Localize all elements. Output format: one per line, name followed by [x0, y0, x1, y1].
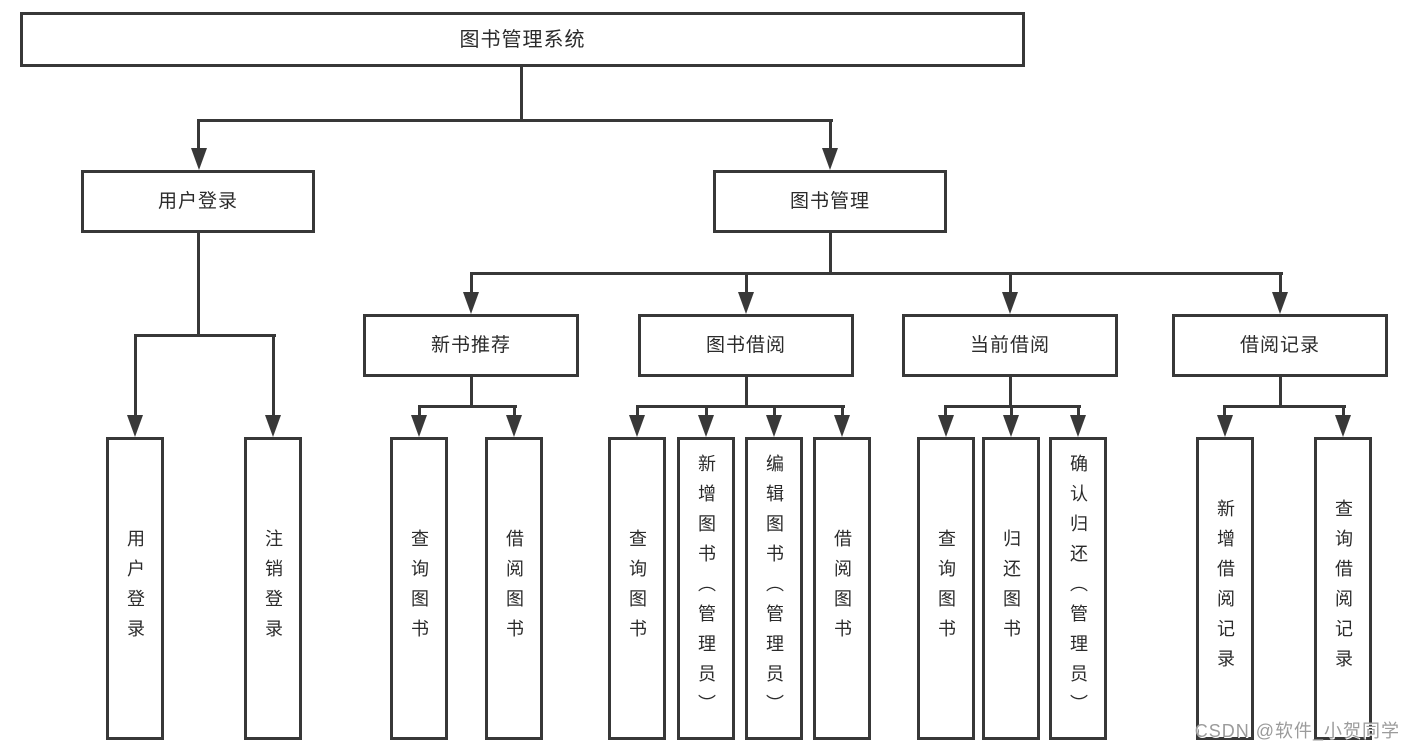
node-new-book-recommendation: 新书推荐 [363, 314, 579, 377]
connector-v-line [197, 119, 200, 155]
connector-v-line [1009, 375, 1012, 408]
connector-v-line [705, 405, 708, 421]
leaf-current-confirm-return-admin: 确认归还（管理员） [1049, 437, 1107, 740]
connector-arrowhead [834, 415, 850, 437]
node-current-borrowing: 当前借阅 [902, 314, 1118, 377]
connector-h-line [197, 119, 833, 122]
leaf-records-add-record: 新增借阅记录 [1196, 437, 1254, 740]
connector-v-line [418, 405, 421, 421]
connector-h-line [636, 405, 845, 408]
connector-v-line [134, 334, 137, 418]
connector-arrowhead [766, 415, 782, 437]
connector-v-line [1223, 405, 1226, 421]
leaf-logout: 注销登录 [244, 437, 302, 740]
connector-v-line [272, 334, 275, 418]
connector-arrowhead [127, 415, 143, 437]
connector-v-line [745, 375, 748, 408]
connector-v-line [470, 375, 473, 408]
connector-arrowhead [698, 415, 714, 437]
connector-h-line [134, 334, 276, 337]
node-book-management: 图书管理 [713, 170, 947, 233]
leaf-borrowing-borrow-books: 借阅图书 [813, 437, 871, 740]
leaf-current-return-books: 归还图书 [982, 437, 1040, 740]
connector-v-line [636, 405, 639, 421]
connector-v-line [513, 405, 516, 421]
connector-arrowhead [506, 415, 522, 437]
connector-arrowhead [1003, 415, 1019, 437]
connector-v-line [829, 119, 832, 155]
connector-v-line [1279, 272, 1282, 298]
leaf-recommend-borrow-books: 借阅图书 [485, 437, 543, 740]
connector-v-line [841, 405, 844, 421]
connector-arrowhead [1070, 415, 1086, 437]
connector-v-line [470, 272, 473, 298]
leaf-borrowing-edit-books-admin: 编辑图书（管理员） [745, 437, 803, 740]
connector-arrowhead [463, 292, 479, 314]
connector-h-line [1223, 405, 1346, 408]
connector-h-line [470, 272, 1283, 275]
connector-arrowhead [1002, 292, 1018, 314]
leaf-recommend-query-books: 查询图书 [390, 437, 448, 740]
connector-arrowhead [1217, 415, 1233, 437]
watermark: CSDN @软件_小贺同学 [1194, 721, 1400, 741]
connector-h-line [418, 405, 517, 408]
connector-arrowhead [629, 415, 645, 437]
node-user-login: 用户登录 [81, 170, 315, 233]
node-borrowing-records: 借阅记录 [1172, 314, 1388, 377]
connector-arrowhead [191, 148, 207, 170]
leaf-borrowing-query-books: 查询图书 [608, 437, 666, 740]
leaf-current-query-books: 查询图书 [917, 437, 975, 740]
connector-v-line [1077, 405, 1080, 421]
connector-v-line [773, 405, 776, 421]
leaf-user-login: 用户登录 [106, 437, 164, 740]
connector-v-line [1342, 405, 1345, 421]
connector-v-line [197, 231, 200, 337]
leaf-borrowing-add-books-admin: 新增图书（管理员） [677, 437, 735, 740]
connector-arrowhead [822, 148, 838, 170]
connector-v-line [1010, 405, 1013, 421]
connector-arrowhead [411, 415, 427, 437]
connector-v-line [944, 405, 947, 421]
connector-v-line [829, 231, 832, 275]
connector-arrowhead [1272, 292, 1288, 314]
connector-arrowhead [938, 415, 954, 437]
node-library-system: 图书管理系统 [20, 12, 1025, 67]
connector-arrowhead [738, 292, 754, 314]
connector-v-line [745, 272, 748, 298]
connector-arrowhead [1335, 415, 1351, 437]
node-book-borrowing: 图书借阅 [638, 314, 854, 377]
leaf-records-query-record: 查询借阅记录 [1314, 437, 1372, 740]
connector-arrowhead [265, 415, 281, 437]
connector-v-line [1279, 375, 1282, 408]
connector-v-line [520, 66, 523, 121]
connector-v-line [1009, 272, 1012, 298]
